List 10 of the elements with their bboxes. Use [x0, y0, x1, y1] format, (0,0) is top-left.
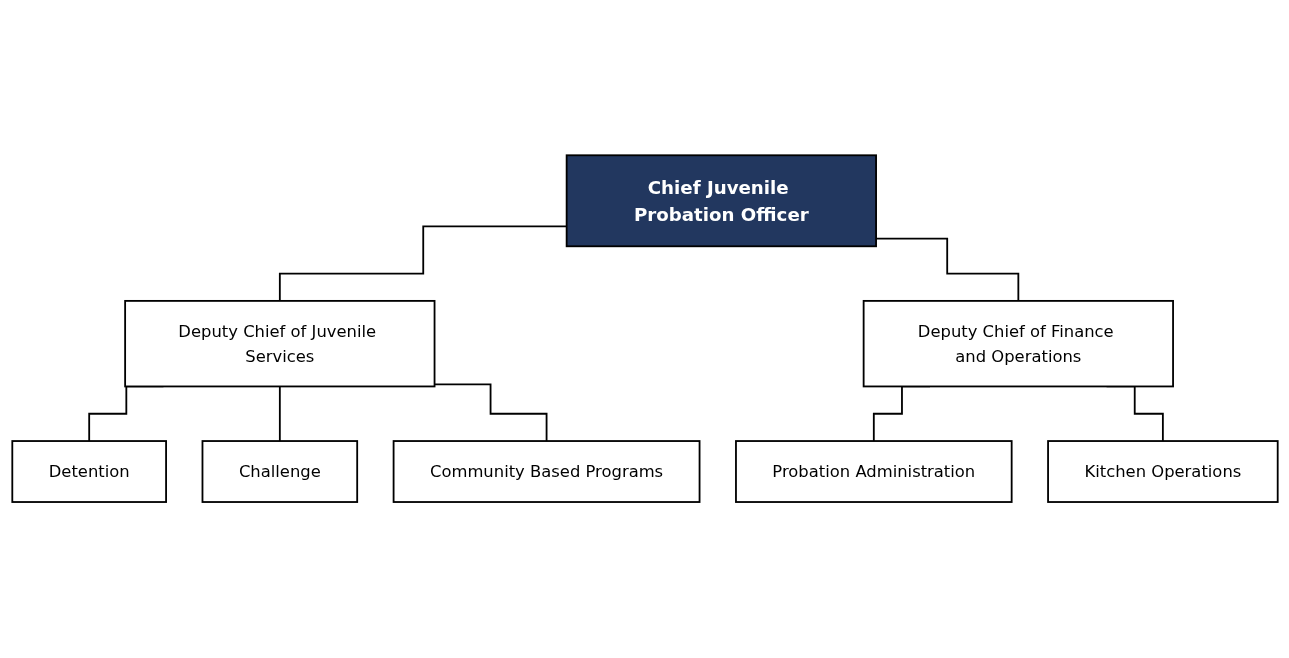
- node-box: Probation Administration: [734, 440, 1013, 504]
- node-box: Deputy Chief of Finance and Operations: [862, 300, 1174, 388]
- node-box: Community Based Programs: [392, 440, 700, 504]
- node-box: Challenge: [201, 440, 358, 504]
- node-box: Kitchen Operations: [1046, 440, 1279, 504]
- node-box: Deputy Chief of Juvenile Services: [123, 300, 435, 388]
- connector: [433, 383, 547, 443]
- connector: [278, 385, 281, 443]
- node-box: Chief Juvenile Probation Officer: [565, 154, 877, 248]
- node-box: Detention: [10, 440, 167, 504]
